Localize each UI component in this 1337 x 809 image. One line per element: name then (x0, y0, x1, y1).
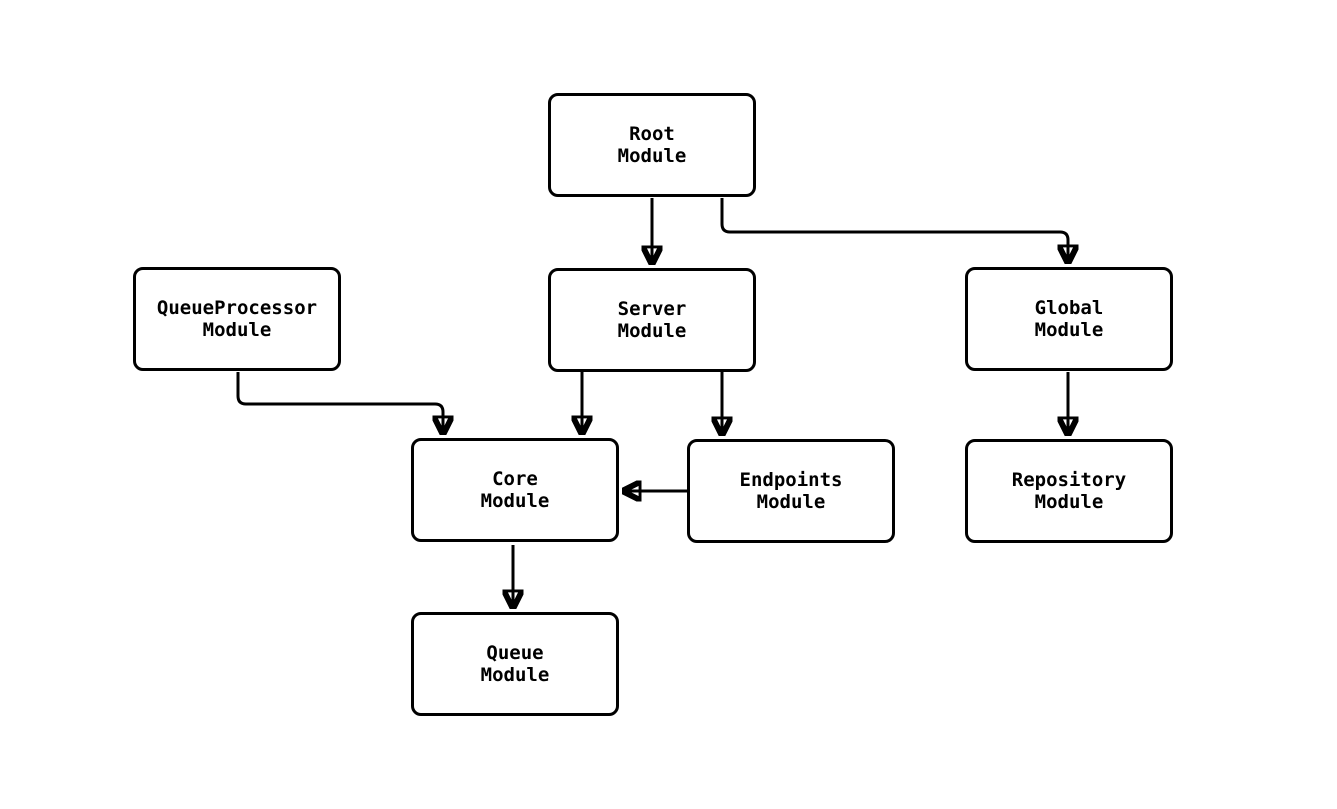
node-core-module: Core Module (411, 438, 619, 542)
node-core-module-label: Core Module (480, 468, 550, 512)
node-global-module: Global Module (965, 267, 1173, 371)
edge-queueprocessor-to-core (236, 372, 443, 435)
node-queue-processor-module: QueueProcessor Module (133, 267, 341, 371)
node-global-module-label: Global Module (1034, 297, 1104, 341)
node-server-module: Server Module (548, 268, 756, 372)
edge-root-to-global (720, 198, 1068, 264)
node-repository-module-label: Repository Module (1011, 469, 1127, 513)
node-endpoints-module: Endpoints Module (687, 439, 895, 543)
node-root-module: Root Module (548, 93, 756, 197)
node-repository-module: Repository Module (965, 439, 1173, 543)
node-root-module-label: Root Module (617, 123, 687, 167)
node-queue-processor-module-label: QueueProcessor Module (156, 297, 318, 341)
node-queue-module: Queue Module (411, 612, 619, 716)
node-endpoints-module-label: Endpoints Module (739, 469, 843, 513)
node-server-module-label: Server Module (617, 298, 687, 342)
node-queue-module-label: Queue Module (480, 642, 550, 686)
